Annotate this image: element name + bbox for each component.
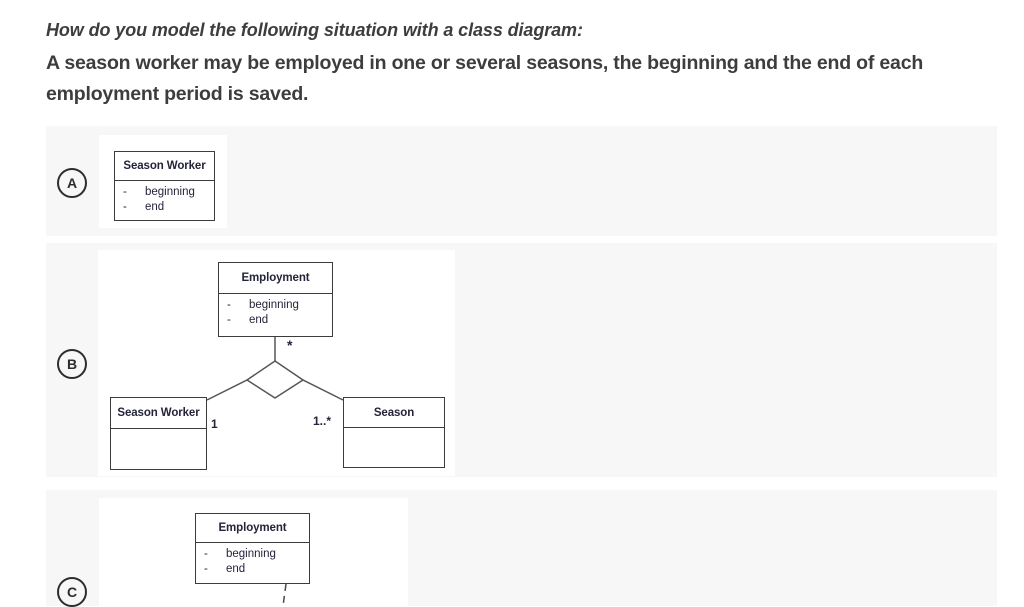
- attribute-name: beginning: [249, 299, 299, 311]
- attribute-name: beginning: [145, 186, 195, 198]
- class-box-season-worker: Season Worker - beginning - end: [114, 151, 215, 221]
- class-attributes-empty: [111, 429, 206, 433]
- question-body: A season worker may be employed in one o…: [46, 48, 1006, 110]
- visibility-dash: -: [227, 299, 231, 311]
- answer-option-a[interactable]: A Season Worker - beginning - end: [46, 126, 997, 236]
- multiplicity-season-worker: 1: [211, 417, 218, 431]
- visibility-dash: -: [204, 563, 208, 575]
- option-b-diagram-image: * 1 1..* Employment - beginning - end Se…: [98, 250, 455, 476]
- attribute-name: end: [145, 201, 165, 213]
- class-title: Season Worker: [111, 398, 206, 429]
- question-heading: How do you model the following situation…: [46, 20, 583, 40]
- attribute-name: beginning: [226, 548, 276, 560]
- answer-option-c[interactable]: C Employment - beginning - end: [46, 490, 997, 607]
- class-box-season-worker: Season Worker: [110, 397, 207, 470]
- class-attributes: - beginning - end: [219, 294, 332, 328]
- attribute-row: - beginning: [227, 298, 328, 313]
- option-c-circle[interactable]: C: [57, 577, 87, 607]
- class-title: Season Worker: [115, 152, 214, 181]
- attribute-row: - beginning: [204, 547, 305, 562]
- attribute-name: end: [226, 563, 246, 575]
- class-attributes-empty: [344, 428, 444, 432]
- option-a-label: A: [66, 175, 78, 191]
- class-title: Employment: [196, 514, 309, 543]
- visibility-dash: -: [204, 548, 208, 560]
- class-box-employment: Employment - beginning - end: [218, 262, 333, 337]
- answer-option-b[interactable]: B * 1 1..* Employment - beginning: [46, 243, 997, 477]
- question-body-line-1: A season worker may be employed in one o…: [46, 52, 924, 74]
- attribute-row: - end: [123, 200, 210, 215]
- class-title: Season: [344, 398, 444, 428]
- question-body-line-2: employment period is saved.: [46, 83, 309, 105]
- attribute-row: - beginning: [123, 185, 210, 200]
- option-a-diagram-image: Season Worker - beginning - end: [99, 135, 227, 228]
- option-c-label: C: [66, 584, 78, 600]
- visibility-dash: -: [227, 314, 231, 326]
- option-c-diagram-image: Employment - beginning - end: [99, 498, 408, 606]
- visibility-dash: -: [123, 186, 127, 198]
- attribute-row: - end: [204, 562, 305, 577]
- option-b-circle[interactable]: B: [57, 349, 87, 379]
- multiplicity-season: 1..*: [313, 414, 331, 428]
- association-line-season-worker: [206, 379, 248, 401]
- association-line-season: [302, 379, 344, 401]
- attribute-name: end: [249, 314, 269, 326]
- option-a-circle[interactable]: A: [57, 168, 87, 198]
- class-attributes: - beginning - end: [115, 181, 214, 215]
- option-b-label: B: [66, 356, 78, 372]
- visibility-dash: -: [123, 201, 127, 213]
- class-box-employment: Employment - beginning - end: [195, 513, 310, 584]
- class-box-season: Season: [343, 397, 445, 468]
- attribute-row: - end: [227, 313, 328, 328]
- class-title: Employment: [219, 263, 332, 294]
- dashed-association-line: [282, 583, 287, 606]
- class-attributes: - beginning - end: [196, 543, 309, 577]
- question-block: How do you model the following situation…: [46, 16, 1006, 110]
- multiplicity-employment: *: [287, 337, 293, 353]
- association-diamond: [245, 360, 305, 399]
